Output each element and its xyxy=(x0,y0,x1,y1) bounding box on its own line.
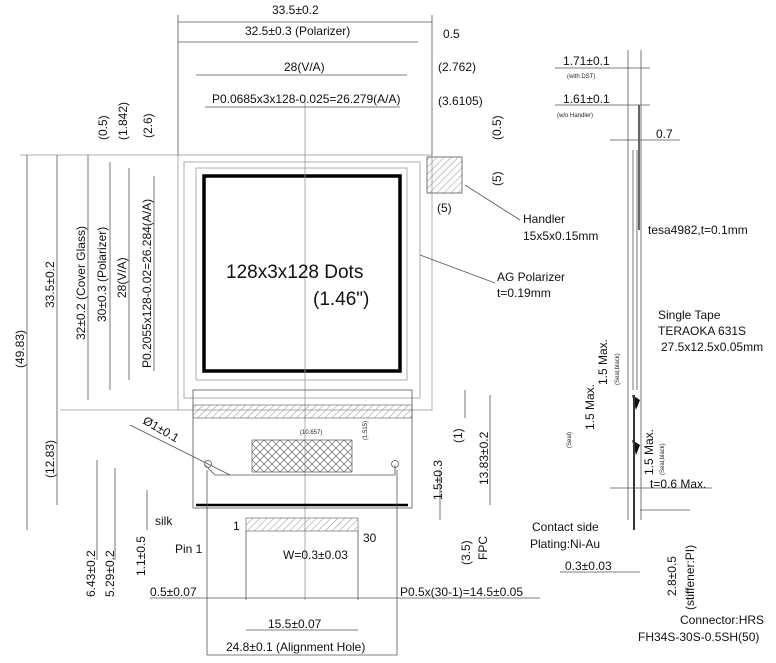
side-view xyxy=(555,50,712,573)
dim-label: FPC xyxy=(476,536,490,560)
dim-label: P0.0685x3x128-0.025=26.279(A/A) xyxy=(212,92,400,106)
callout: Pin 1 xyxy=(175,542,203,556)
side-label: Connector:HRS xyxy=(680,613,764,627)
side-label: 27.5x12.5x0.05mm xyxy=(661,340,763,354)
dim-label: 1.5±0.3 xyxy=(431,460,445,500)
side-label: 2.8±0.5 xyxy=(665,556,679,596)
callout: P0.5x(30-1)=14.5±0.05 xyxy=(400,585,523,599)
callout: 15.5±0.07 xyxy=(268,617,322,631)
dim-label: P0.2055x128-0.02=26.284(A/A) xyxy=(140,199,154,368)
dim-label: (5) xyxy=(437,201,452,215)
front-view xyxy=(20,100,463,600)
dim-label: 0.5 xyxy=(443,27,460,41)
labels: 33.5±0.2 32.5±0.3 (Polarizer) 0.5 28(V/A… xyxy=(13,3,764,654)
dim-label: (3.5) xyxy=(459,540,473,565)
side-label: 1.5 Max. xyxy=(642,429,656,475)
dim-label: (3.6105) xyxy=(438,94,483,108)
side-label: (Seal,black) xyxy=(660,443,666,475)
dim-label: 33.5±0.2 xyxy=(43,261,57,308)
viewing-area-outline xyxy=(195,167,408,381)
dim-label: (1.842) xyxy=(116,102,130,140)
side-label: FH34S-30S-0.5SH(50) xyxy=(638,630,759,644)
dim-label: 32±0.2 (Cover Glass) xyxy=(74,226,88,340)
callout: 15x5x0.15mm xyxy=(523,229,598,243)
callout: Handler xyxy=(523,212,565,226)
dim-polarizer-width: 32.5±0.3 (Polarizer) xyxy=(245,24,350,38)
dim-label: 28(V/A) xyxy=(115,257,129,298)
active-area xyxy=(202,174,402,373)
dim-label: (49.83) xyxy=(13,330,27,368)
side-label: 0.3±0.03 xyxy=(565,559,612,573)
dim-label: (12.83) xyxy=(43,440,57,478)
dim-label: (0.5) xyxy=(96,115,110,140)
diagonal-size-label: (1.46") xyxy=(313,289,369,310)
dim-label: (5) xyxy=(490,171,504,186)
fpc xyxy=(192,389,413,655)
callout: 0.5±0.07 xyxy=(150,585,197,599)
side-label: Contact side xyxy=(532,520,599,534)
dim-label: 28(V/A) xyxy=(284,60,325,74)
side-label: tesa4982,t=0.1mm xyxy=(648,223,748,237)
dim-label: (1) xyxy=(451,428,465,443)
side-label: Plating:Ni-Au xyxy=(530,537,600,551)
dim-label: 5.29±0.2 xyxy=(103,550,117,597)
hatched-seal xyxy=(192,404,413,419)
callout: silk xyxy=(155,514,173,528)
side-label: 1.71±0.1 xyxy=(563,54,610,68)
side-label: (w/o Handler) xyxy=(557,113,593,119)
side-label: t=0.6 Max. xyxy=(650,477,706,491)
side-label: (Seal) xyxy=(567,432,573,448)
side-label: Single Tape xyxy=(658,308,721,322)
callout: (10.657) xyxy=(300,430,322,436)
callout: t=0.19mm xyxy=(497,286,551,300)
side-label: 1.5 Max. xyxy=(583,384,597,430)
ic-chip xyxy=(251,439,353,473)
dimension-lines xyxy=(26,15,540,656)
alignment-hole-right xyxy=(391,460,399,468)
dim-overall-width: 33.5±0.2 xyxy=(272,3,319,17)
callout: W=0.3±0.03 xyxy=(283,548,348,562)
side-label: (Seal,black) xyxy=(615,353,621,385)
callout: AG Polarizer xyxy=(497,270,565,284)
dim-label: (2.762) xyxy=(438,60,476,74)
side-label: 1.61±0.1 xyxy=(563,92,610,106)
dim-label: 1.1±0.5 xyxy=(134,536,148,576)
dim-label: 13.83±0.2 xyxy=(477,431,491,485)
handler-tab xyxy=(426,156,463,194)
callout: 1 xyxy=(233,519,240,533)
dim-label: 30±0.3 (Polarizer) xyxy=(95,227,109,322)
callout: 24.8±0.1 (Alignment Hole) xyxy=(226,640,365,654)
side-label: 0.7 xyxy=(656,127,673,141)
dim-label: (0.5) xyxy=(490,115,504,140)
callout: (1.515) xyxy=(363,421,369,440)
resolution-label: 128x3x128 Dots xyxy=(226,262,363,283)
fpc-pins xyxy=(245,517,359,532)
side-label: (with DST) xyxy=(567,74,595,80)
side-label: 1.5 Max. xyxy=(596,339,610,385)
side-label: (stiffener:PI) xyxy=(683,545,697,610)
alignment-hole-left xyxy=(204,460,212,468)
callout: 30 xyxy=(363,531,377,545)
side-label: TERAOKA 631S xyxy=(658,324,746,338)
dim-label: (2.6) xyxy=(141,113,155,138)
polarizer-outline xyxy=(183,161,421,399)
dim-label: 6.43±0.2 xyxy=(84,550,98,597)
